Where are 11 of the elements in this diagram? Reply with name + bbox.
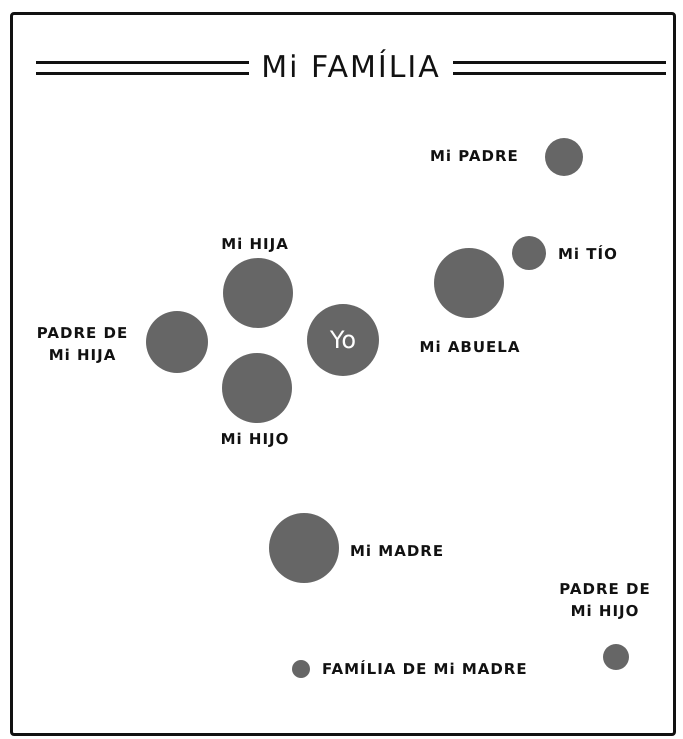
- person-label: Mi MADRE: [350, 541, 446, 562]
- person-label: Mi ABUELA: [418, 337, 522, 358]
- person-label: Mi TÍO: [558, 244, 619, 265]
- person-label: PADRE DE Mi HIJA: [36, 323, 130, 366]
- person-label: FAMÍLIA DE Mi MADRE: [322, 659, 529, 680]
- person-label: PADRE DE Mi HIJO: [558, 579, 652, 622]
- person-label: Mi HIJO: [220, 429, 290, 450]
- person-circle: Yo: [307, 304, 379, 376]
- person-label: Mi HIJA: [220, 234, 290, 255]
- person-label: Mi PADRE: [430, 146, 520, 167]
- title-banner: Mi FAMÍLIA: [36, 50, 666, 85]
